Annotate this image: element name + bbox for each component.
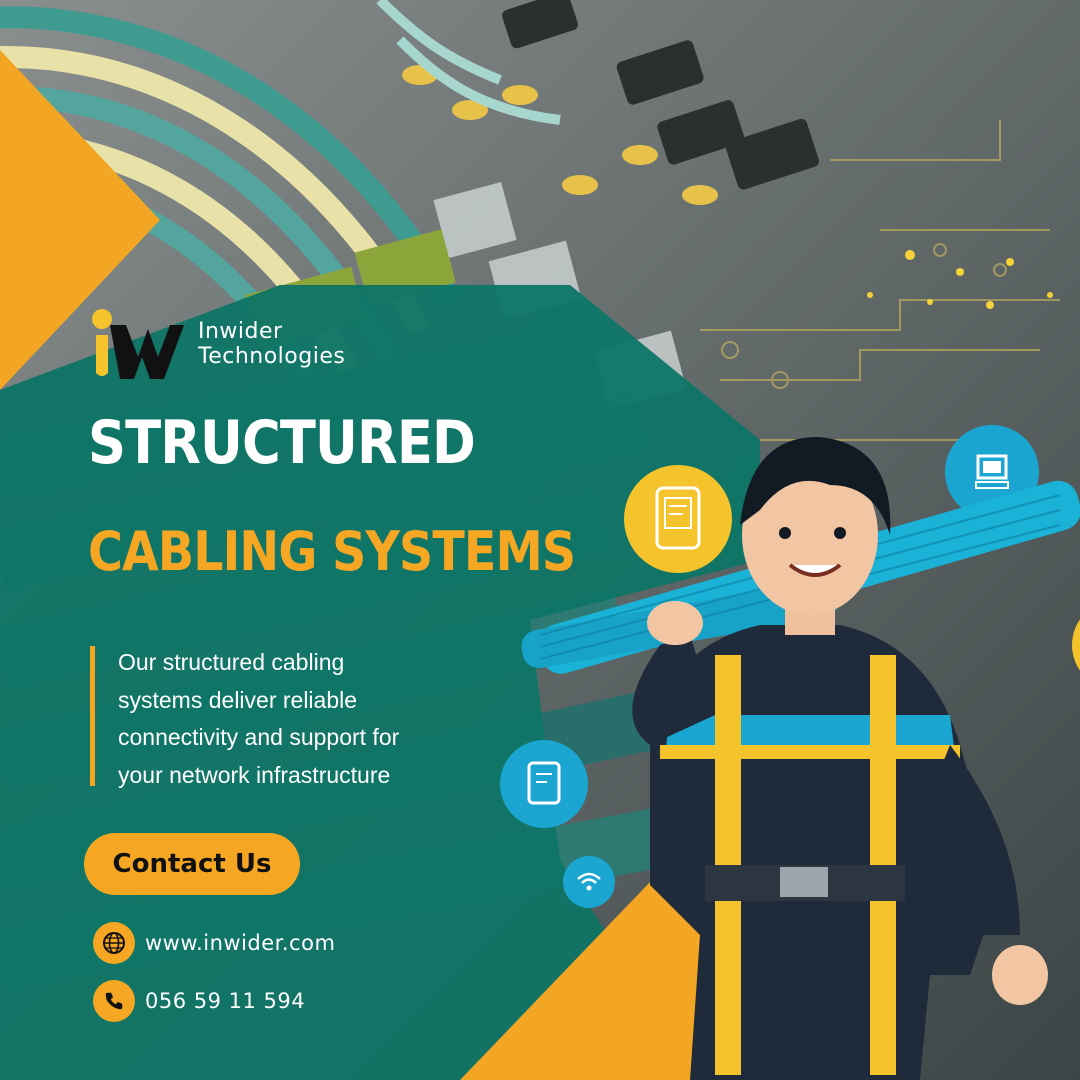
headline-line1: STRUCTURED <box>88 408 476 478</box>
computer-icon <box>975 454 1009 489</box>
description-line: systems deliver reliable <box>118 686 358 713</box>
phone-text[interactable]: 056 59 11 594 <box>145 989 306 1013</box>
phone-row[interactable]: 056 59 11 594 <box>93 980 305 1022</box>
brand-line2: Technologies <box>198 344 346 369</box>
website-text[interactable]: www.inwider.com <box>145 931 336 955</box>
wifi-bubble <box>563 856 615 908</box>
globe-icon <box>93 922 135 964</box>
contact-us-button[interactable]: Contact Us <box>84 833 300 895</box>
brand: Inwider Technologies <box>88 305 345 383</box>
headline-line2: CABLING SYSTEMS <box>88 520 576 583</box>
orange-triangle-top <box>0 50 160 390</box>
description-line: your network infrastructure <box>118 761 391 788</box>
brand-name: Inwider Technologies <box>198 319 345 369</box>
router-device-icon <box>655 486 701 550</box>
description-line: Our structured cabling <box>118 649 345 675</box>
partial-bubble <box>1072 600 1080 690</box>
router-device-bubble <box>624 465 732 573</box>
description: Our structured cabling systems deliver r… <box>118 644 478 794</box>
brand-line1: Inwider <box>198 319 283 344</box>
orange-triangle-bottom <box>460 830 700 1080</box>
inwider-logo <box>92 309 184 379</box>
technician-illustration <box>521 436 1080 1080</box>
panel-device-bubble <box>500 740 588 828</box>
panel-device-icon <box>527 761 561 805</box>
phone-icon <box>93 980 135 1022</box>
website-row[interactable]: www.inwider.com <box>93 922 335 964</box>
description-accent-bar <box>90 646 95 786</box>
wifi-icon <box>577 872 601 891</box>
description-line: connectivity and support for <box>118 724 400 750</box>
